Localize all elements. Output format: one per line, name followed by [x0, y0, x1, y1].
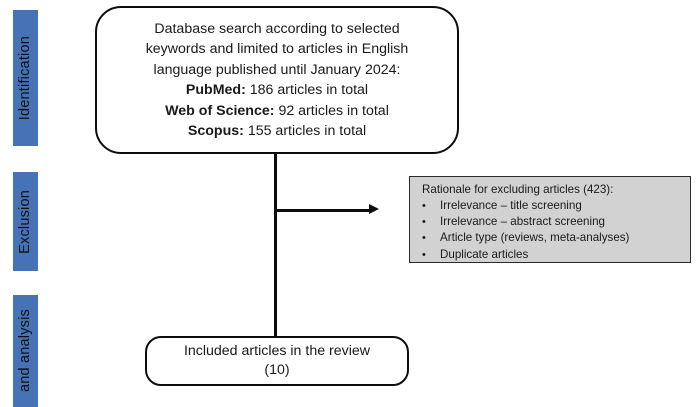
- database-count-pubmed: 186 articles in total: [249, 82, 369, 98]
- rationale-item-label: Duplicate articles: [440, 247, 529, 261]
- search-box-line-2: keywords and limited to articles in Engl…: [145, 41, 409, 57]
- rationale-item-label: Irrelevance – title screening: [440, 199, 582, 212]
- database-search-box: Database search according to selected ke…: [95, 6, 459, 154]
- stage-label-analysis: and analysis: [17, 309, 34, 393]
- database-name-pubmed: PubMed:: [185, 82, 246, 98]
- bullet-icon: •: [422, 248, 426, 261]
- bullet-icon: •: [422, 216, 426, 229]
- database-result-web-of-science: Web of Science: 92 articles in total: [165, 101, 389, 122]
- database-count-scopus: 155 articles in total: [247, 123, 367, 139]
- database-result-scopus: Scopus: 155 articles in total: [188, 121, 366, 142]
- bullet-icon: •: [422, 232, 426, 245]
- connector-branch-to-rationale: [274, 209, 370, 212]
- rationale-list: • Irrelevance – title screening • Irrele…: [422, 198, 682, 263]
- rationale-item-label: Irrelevance – abstract screening: [440, 215, 605, 229]
- rationale-item-label: Article type (reviews, meta-analyses): [440, 231, 630, 245]
- rationale-item: • Irrelevance – abstract screening: [422, 214, 682, 230]
- rationale-title: Rationale for excluding articles (423):: [422, 183, 614, 196]
- database-name-web-of-science: Web of Science:: [165, 102, 275, 119]
- stage-bar-identification: Identification: [13, 10, 38, 146]
- stage-label-exclusion: Exclusion: [17, 189, 34, 254]
- search-box-line-3: language published until January 2024:: [153, 61, 401, 78]
- exclusion-rationale-box: Rationale for excluding articles (423): …: [409, 176, 691, 263]
- bullet-icon: •: [422, 200, 426, 212]
- search-box-line-1: Database search according to selected: [154, 20, 400, 37]
- rationale-item: • Irrelevance – title screening: [422, 198, 682, 214]
- included-articles-box: Included articles in the review (10): [145, 336, 409, 386]
- database-count-web-of-science: 92 articles in total: [278, 102, 389, 119]
- stage-label-identification: Identification: [17, 35, 34, 121]
- connector-vertical-main: [274, 152, 277, 338]
- stage-bar-exclusion: Exclusion: [13, 172, 38, 271]
- rationale-item: • Duplicate articles: [422, 247, 682, 263]
- database-name-scopus: Scopus:: [187, 123, 244, 139]
- rationale-item: • Article type (reviews, meta-analyses): [422, 230, 682, 246]
- arrow-head-icon: [369, 204, 379, 215]
- stage-bar-analysis: and analysis: [13, 295, 38, 407]
- database-result-pubmed: PubMed: 186 articles in total: [186, 80, 368, 101]
- included-box-line-2: (10): [264, 362, 290, 378]
- included-box-line-1: Included articles in the review: [183, 343, 371, 359]
